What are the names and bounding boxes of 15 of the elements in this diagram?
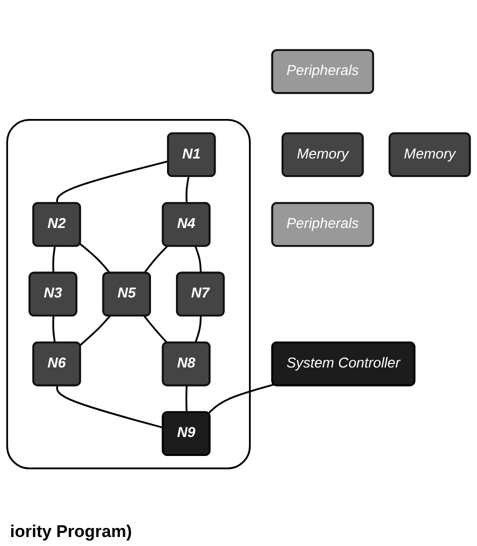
connector xyxy=(52,316,56,343)
connector xyxy=(186,176,190,204)
connector xyxy=(208,383,274,414)
connector xyxy=(52,246,56,273)
connector xyxy=(144,315,168,344)
cluster xyxy=(6,118,251,470)
connector xyxy=(56,160,169,204)
connector xyxy=(185,385,188,412)
caption-text: iority Program) xyxy=(10,522,132,542)
connector xyxy=(56,385,164,428)
connector xyxy=(194,316,202,343)
connector xyxy=(144,245,168,274)
connector xyxy=(194,246,202,273)
connector xyxy=(80,242,111,274)
connector xyxy=(80,315,111,346)
